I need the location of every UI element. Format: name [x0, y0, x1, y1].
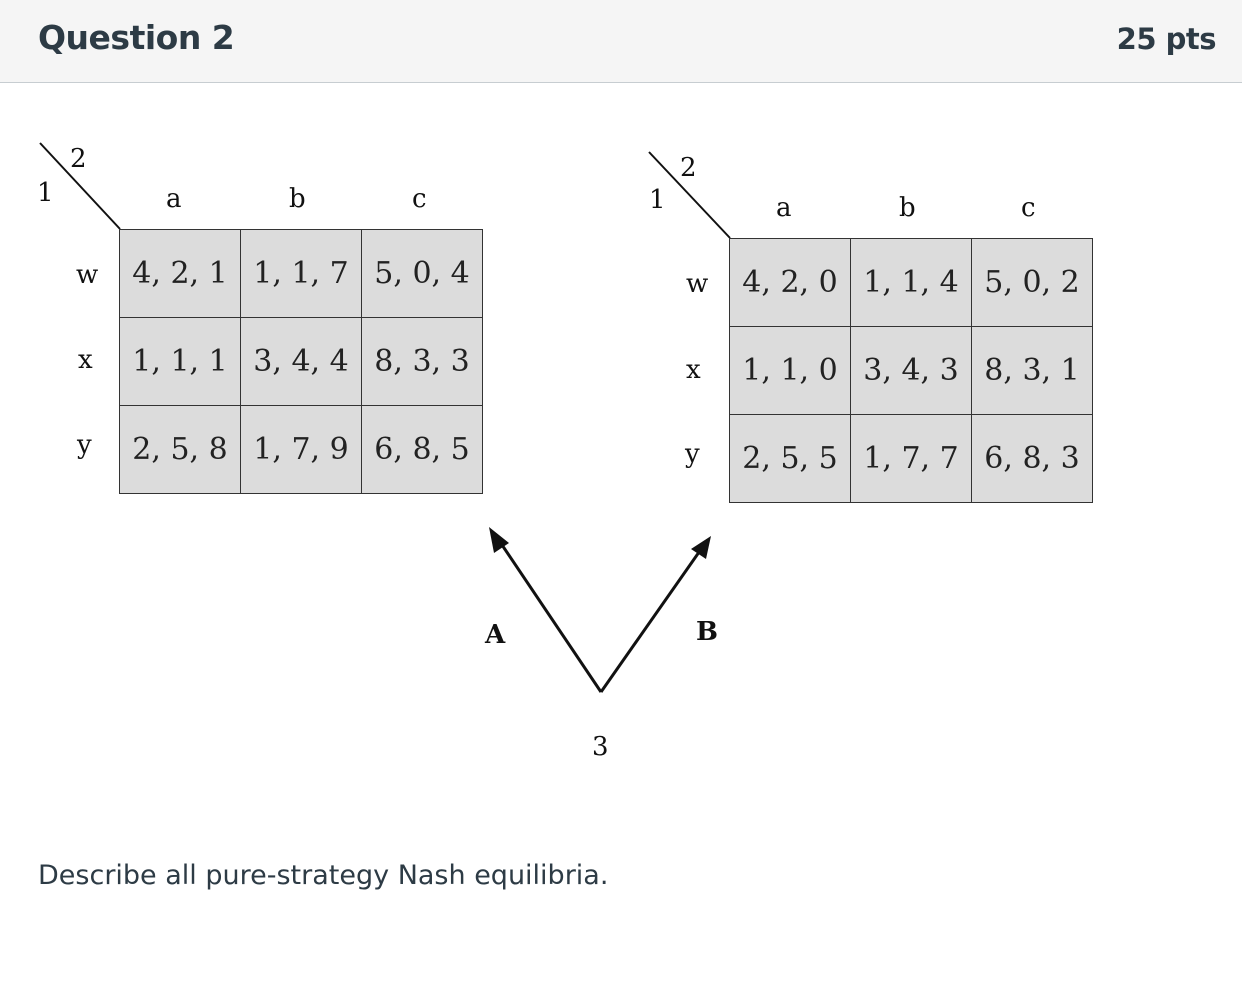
payoff-cell: 8, 3, 3	[361, 317, 483, 406]
matrix-a-col-label: c	[412, 184, 427, 214]
payoff-cell: 2, 5, 5	[729, 414, 851, 503]
matrix-b-corner-line	[648, 151, 731, 239]
matrix-a-player-row: 1	[37, 178, 54, 208]
matrix-b-row-label: y	[685, 439, 700, 469]
matrix-a-corner-line	[39, 142, 121, 230]
payoff-cell: 5, 0, 4	[361, 229, 483, 318]
matrix-b-row-label: x	[686, 355, 701, 385]
question-points: 25 pts	[1116, 22, 1217, 56]
matrix-a-row-label: w	[76, 260, 99, 290]
payoff-cell: 4, 2, 1	[119, 229, 241, 318]
payoff-cell: 4, 2, 0	[729, 238, 851, 327]
payoff-cell: 2, 5, 8	[119, 405, 241, 494]
branch-a-arrow	[494, 535, 603, 693]
payoff-cell: 1, 1, 1	[119, 317, 241, 406]
question-header: Question 2 25 pts	[0, 0, 1242, 83]
matrix-a-row-label: x	[78, 345, 93, 375]
payoff-cell: 6, 8, 3	[971, 414, 1093, 503]
matrix-a-col-label: a	[166, 184, 182, 214]
branch-b-arrowhead	[691, 536, 711, 559]
payoff-cell: 3, 4, 3	[850, 326, 972, 415]
branch-a-label: A	[485, 620, 506, 650]
question-title: Question 2	[38, 18, 235, 57]
payoff-cell: 1, 7, 7	[850, 414, 972, 503]
payoff-cell: 1, 7, 9	[240, 405, 362, 494]
payoff-matrix-a: 4, 2, 1 1, 1, 7 5, 0, 4 1, 1, 1 3, 4, 4 …	[119, 229, 483, 494]
payoff-cell: 1, 1, 0	[729, 326, 851, 415]
payoff-cell: 6, 8, 5	[361, 405, 483, 494]
payoff-cell: 1, 1, 4	[850, 238, 972, 327]
matrix-a-player-col: 2	[70, 144, 87, 174]
matrix-b-col-label: b	[899, 193, 916, 223]
matrix-b-col-label: c	[1021, 193, 1036, 223]
question-prompt: Describe all pure-strategy Nash equilibr…	[38, 860, 609, 891]
payoff-cell: 5, 0, 2	[971, 238, 1093, 327]
payoff-cell: 3, 4, 4	[240, 317, 362, 406]
matrix-b-row-label: w	[686, 269, 709, 299]
matrix-a-col-label: b	[289, 184, 306, 214]
matrix-b-col-label: a	[776, 193, 792, 223]
payoff-cell: 8, 3, 1	[971, 326, 1093, 415]
branch-b-arrow	[599, 544, 706, 693]
payoff-matrix-b: 4, 2, 0 1, 1, 4 5, 0, 2 1, 1, 0 3, 4, 3 …	[729, 238, 1093, 503]
matrix-b-player-row: 1	[649, 185, 666, 215]
branch-a-arrowhead	[489, 527, 509, 553]
player-3-label: 3	[592, 732, 609, 762]
payoff-cell: 1, 1, 7	[240, 229, 362, 318]
matrix-a-row-label: y	[77, 430, 92, 460]
branch-b-label: B	[696, 617, 718, 647]
matrix-b-player-col: 2	[680, 153, 697, 183]
